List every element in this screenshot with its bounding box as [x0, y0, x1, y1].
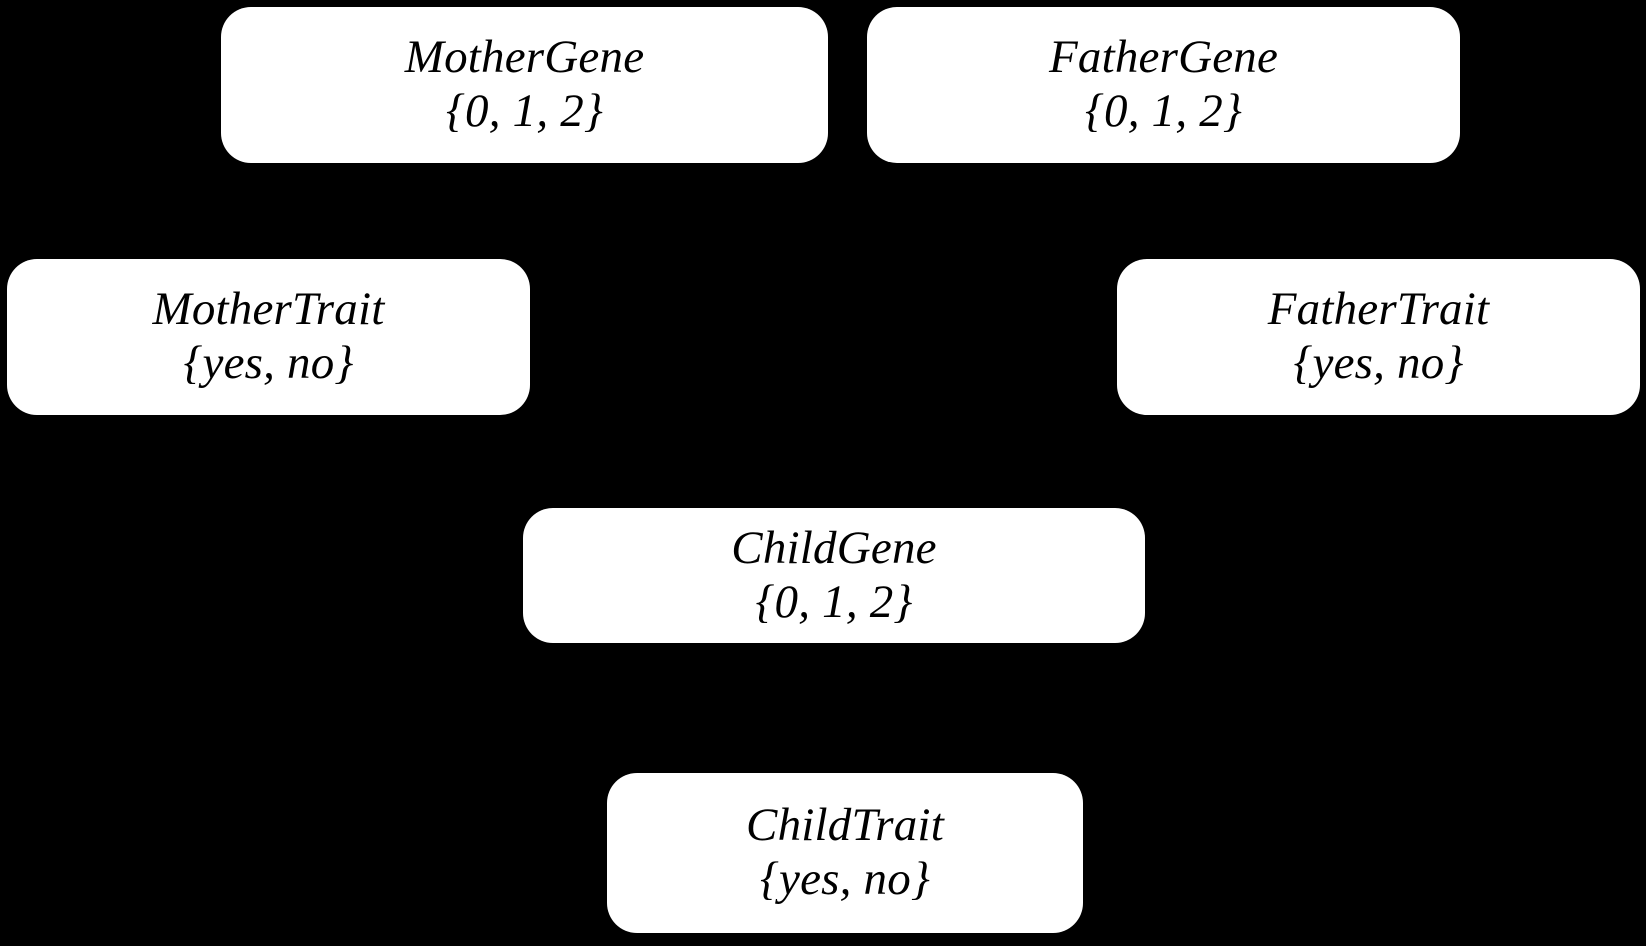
node-child-gene-domain: {0, 1, 2}: [755, 575, 913, 628]
node-father-trait[interactable]: FatherTrait {yes, no}: [1117, 259, 1640, 415]
node-mother-gene[interactable]: MotherGene {0, 1, 2}: [221, 7, 828, 163]
node-father-trait-label: FatherTrait: [1267, 283, 1490, 336]
node-child-trait-domain: {yes, no}: [760, 853, 930, 905]
node-child-gene-label: ChildGene: [731, 521, 937, 574]
node-father-gene-label: FatherGene: [1048, 31, 1279, 84]
node-father-gene-domain: {0, 1, 2}: [1085, 85, 1242, 137]
node-child-trait-label: ChildTrait: [746, 799, 944, 852]
node-mother-gene-domain: {0, 1, 2}: [446, 85, 603, 137]
node-father-trait-domain: {yes, no}: [1293, 337, 1464, 389]
node-mother-gene-label: MotherGene: [404, 31, 645, 84]
node-father-gene[interactable]: FatherGene {0, 1, 2}: [867, 7, 1460, 163]
node-mother-trait-label: MotherTrait: [152, 283, 385, 336]
node-child-trait[interactable]: ChildTrait {yes, no}: [607, 773, 1083, 933]
node-mother-trait[interactable]: MotherTrait {yes, no}: [7, 259, 530, 415]
node-child-gene[interactable]: ChildGene {0, 1, 2}: [523, 508, 1145, 643]
node-mother-trait-domain: {yes, no}: [183, 337, 354, 389]
